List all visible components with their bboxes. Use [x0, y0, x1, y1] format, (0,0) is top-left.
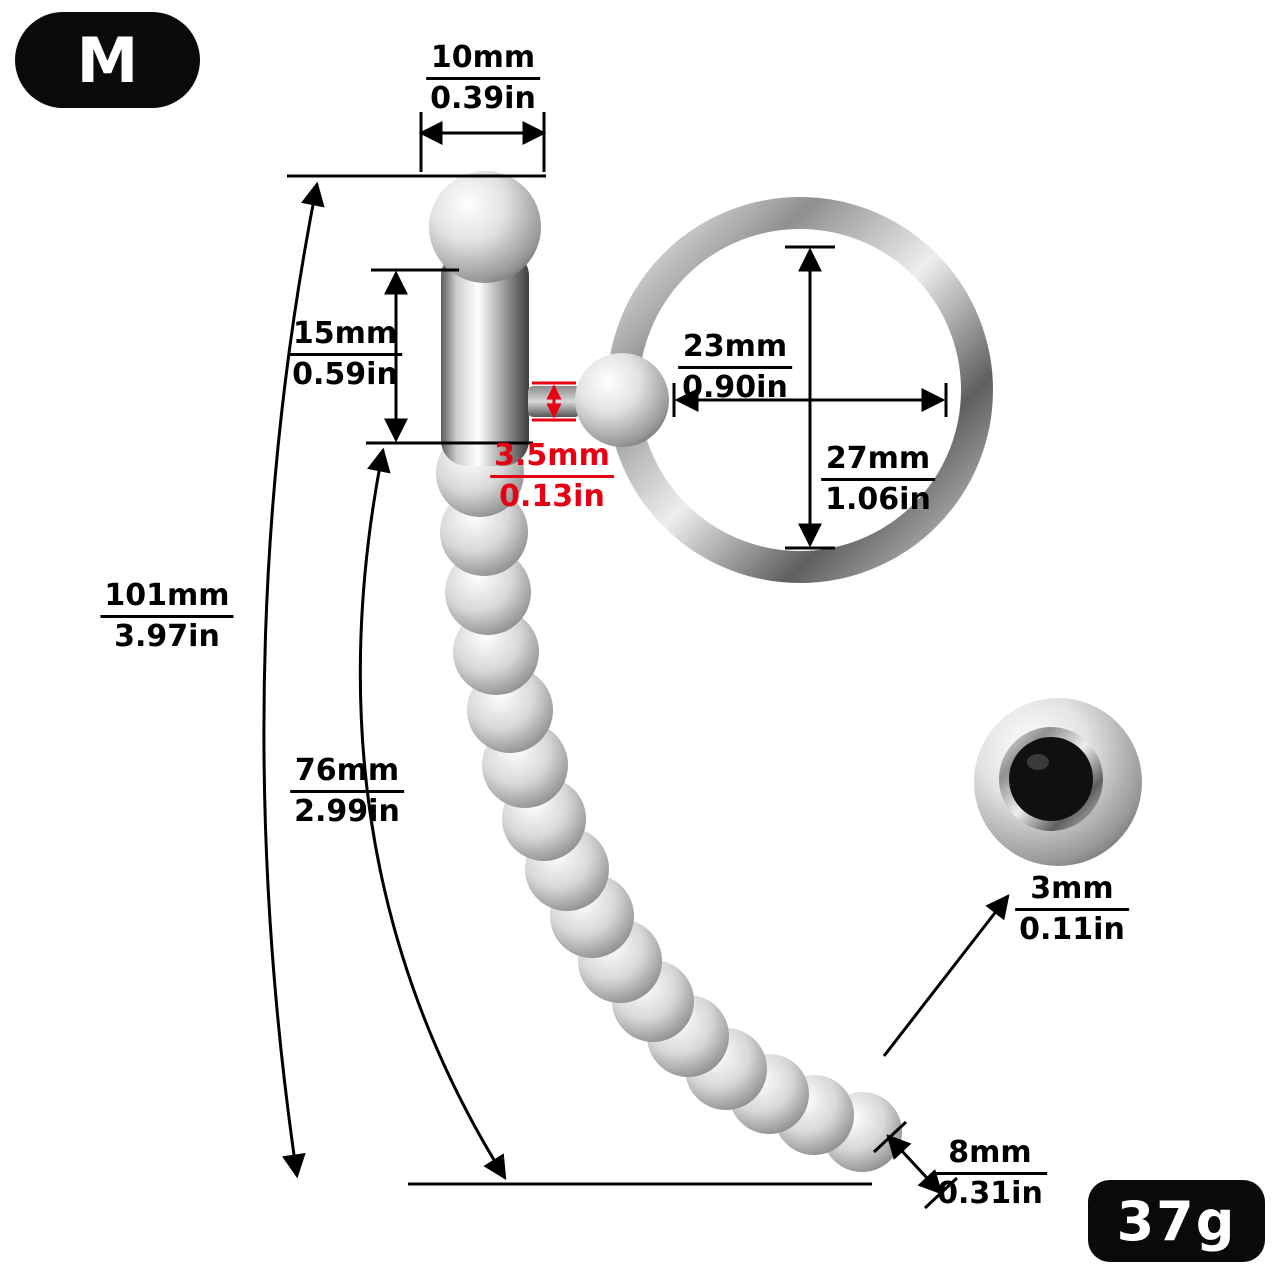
dimension-lines: [262, 112, 1010, 1210]
dim-label-ring-inner-height: 27mm 1.06in: [821, 443, 935, 515]
dim-label-hole-diameter: 3mm 0.11in: [1015, 873, 1129, 945]
device-head: [429, 171, 541, 283]
dim-label-tip-width: 10mm 0.39in: [426, 42, 540, 114]
dim-value-mm: 3.5mm: [494, 438, 610, 473]
dim-label-ring-inner-width: 23mm 0.90in: [678, 331, 792, 403]
size-badge: M: [15, 12, 200, 108]
arrow-total-length: [262, 181, 325, 1179]
dim-value-in: 0.90in: [678, 365, 792, 404]
dim-label-total-length: 101mm 3.97in: [100, 578, 234, 653]
dim-value-in: 1.06in: [821, 477, 935, 516]
dim-value-in: 0.39in: [426, 76, 540, 115]
dim-value-in: 0.59in: [288, 352, 402, 391]
dim-value-in: 0.13in: [490, 474, 614, 513]
inset-hole-highlight: [1027, 754, 1049, 770]
dim-label-shaft-length: 76mm 2.99in: [290, 755, 404, 827]
pin-dimension-lines: [532, 381, 576, 422]
dim-value-in: 2.99in: [290, 789, 404, 828]
dim-value-mm: 10mm: [430, 40, 536, 75]
device-shaft: [441, 250, 529, 466]
dim-value-mm: 101mm: [104, 578, 230, 613]
dim-value-in: 0.11in: [1015, 907, 1129, 946]
arrow-tip-diameter: [886, 1134, 943, 1195]
inset-hole: [1009, 737, 1093, 821]
leader-hole-diameter: [882, 894, 1010, 1057]
dim-label-pin-diameter: 3.5mm 0.13in: [490, 440, 614, 512]
dim-value-mm: 15mm: [292, 316, 398, 351]
dim-label-tip-diameter: 8mm 0.31in: [933, 1137, 1047, 1209]
dim-value-in: 0.31in: [933, 1171, 1047, 1210]
dim-value-mm: 23mm: [682, 329, 788, 364]
tip-hole-inset: [974, 698, 1142, 866]
weight-badge: 37g: [1088, 1180, 1265, 1262]
beaded-shaft: [436, 429, 902, 1172]
dim-value-mm: 3mm: [1030, 871, 1114, 906]
dim-value-in: 3.97in: [100, 614, 234, 653]
connector-ball: [575, 353, 669, 447]
dim-value-mm: 27mm: [825, 441, 931, 476]
dim-value-mm: 8mm: [948, 1135, 1032, 1170]
arrow-shaft-length: [358, 447, 507, 1181]
dim-value-mm: 76mm: [294, 753, 400, 788]
dim-label-head-length: 15mm 0.59in: [288, 318, 402, 390]
